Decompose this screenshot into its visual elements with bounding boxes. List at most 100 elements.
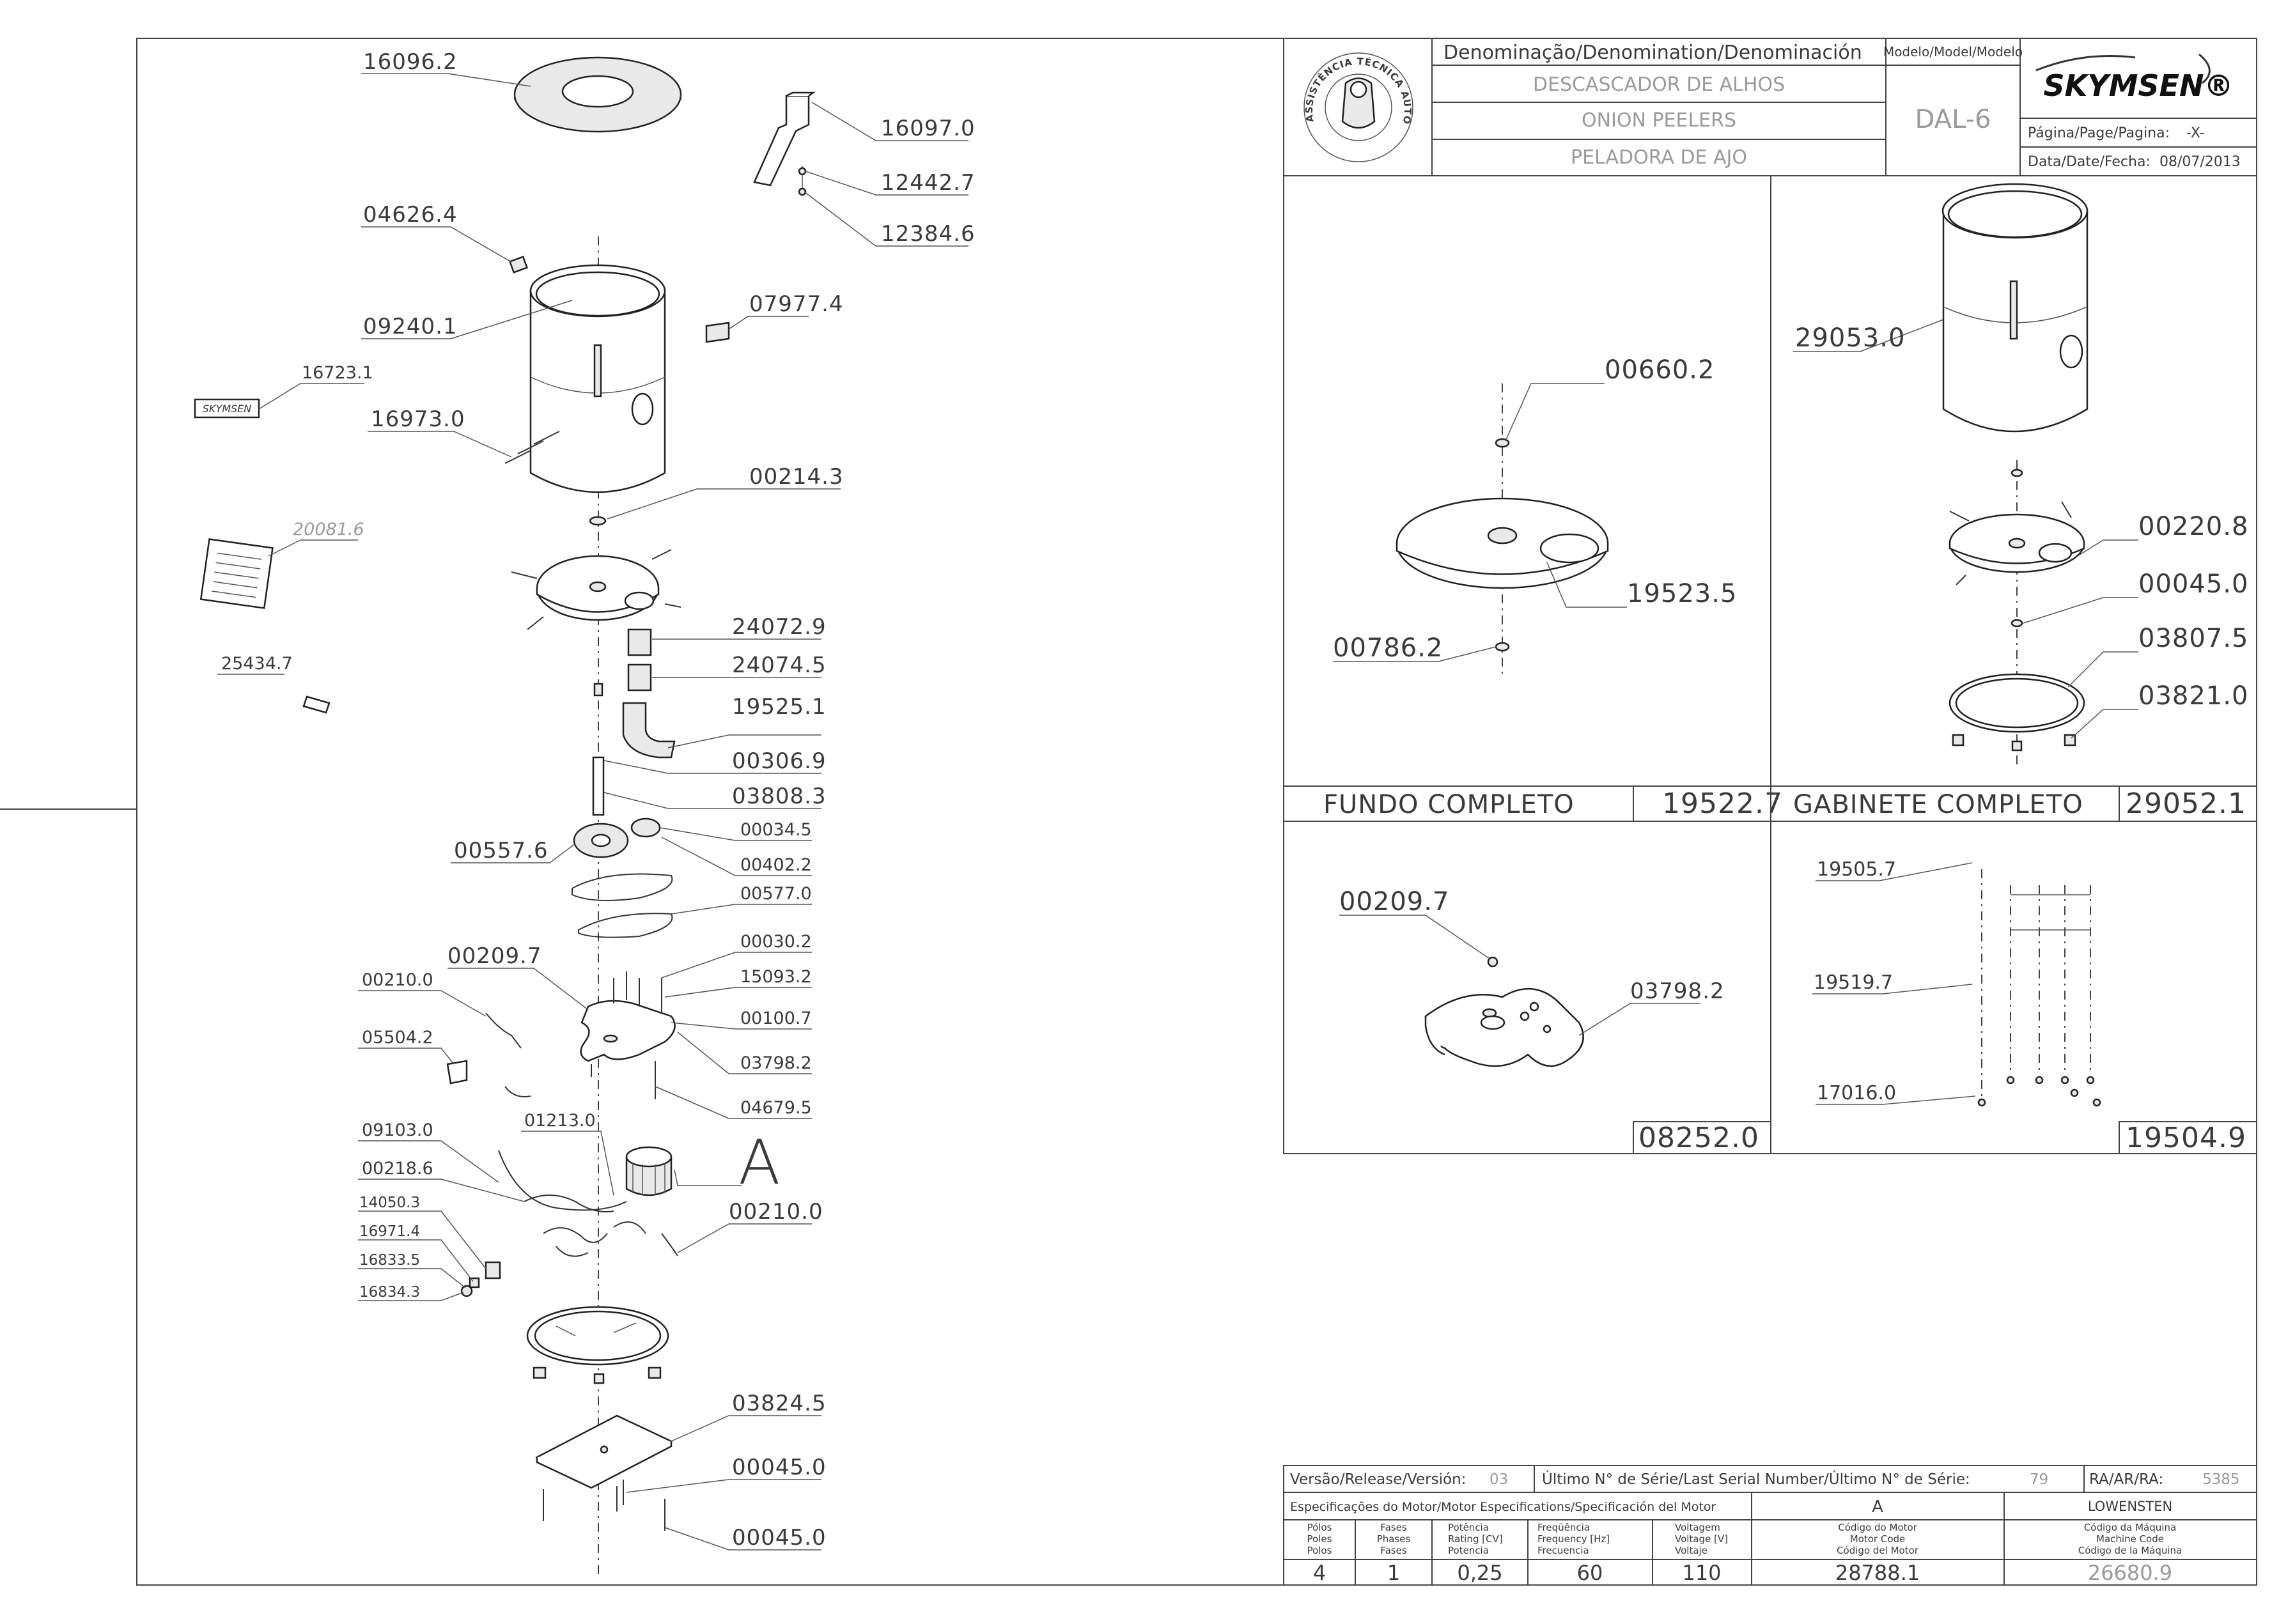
part-label: 00209.7 [447, 943, 542, 969]
col-header: Voltaje [1675, 1545, 1708, 1556]
cable-clip [446, 1060, 468, 1085]
drum-screws [504, 431, 560, 464]
panel-base-plate: 00209.7 03798.2 08252.0 [1339, 887, 1759, 1154]
ra-value: 5385 [2202, 1471, 2240, 1488]
part-label: 00577.0 [740, 884, 812, 904]
part-label: 00210.0 [362, 970, 433, 990]
part-label: 20081.6 [293, 520, 364, 539]
part-label: 00034.5 [740, 820, 812, 840]
part-label: 00218.6 [362, 1159, 433, 1179]
shaft [592, 683, 605, 816]
main-exploded-view: SKYMSEN [194, 49, 976, 1579]
col-header: Frequency [Hz] [1537, 1533, 1610, 1545]
name-en: ONION PEELERS [1582, 109, 1736, 132]
part-label: 00660.2 [1605, 355, 1715, 385]
col-header: Frecuencia [1537, 1545, 1589, 1556]
part-label: 16723.1 [302, 363, 373, 383]
svg-text:SKYMSEN: SKYMSEN [203, 403, 251, 415]
bottom-disc [511, 549, 681, 630]
ra-label: RA/AR/RA: [2089, 1471, 2163, 1488]
panel-fundo-completo: 00660.2 19523.5 00786.2 FUNDO COMPLETO 1… [1323, 355, 1782, 820]
part-label: 03824.5 [732, 1391, 827, 1416]
warning-sticker [199, 538, 274, 609]
col-header: Motor Code [1850, 1533, 1906, 1545]
part-label: 16973.0 [371, 406, 465, 432]
part-label: 15093.2 [740, 967, 812, 987]
power-cord [498, 1150, 627, 1211]
page-label: Página/Page/Pagina: [2028, 125, 2170, 141]
info-table: Versão/Release/Versión: 03 Último N° de … [1283, 1465, 2257, 1586]
panel-rods: 19505.7 19519.7 17016.0 19504.9 [1812, 858, 2246, 1154]
part-label: 03821.0 [2138, 681, 2248, 711]
serial-value: 79 [2030, 1471, 2048, 1488]
col-header: Código del Motor [1837, 1545, 1919, 1556]
part-label: 25434.7 [221, 654, 293, 674]
version-label: Versão/Release/Versión: [1290, 1471, 1466, 1488]
part-label: 24074.5 [732, 653, 827, 678]
part-label: 16971.4 [359, 1223, 420, 1240]
bottom-ring [526, 1306, 669, 1384]
detail-panels [1283, 175, 2257, 1154]
col-header: Rating [CV] [1448, 1533, 1503, 1545]
col-header: Código do Motor [1838, 1522, 1917, 1533]
main-labels: 16096.2 16097.0 12442.7 12384.6 04626.4 … [221, 49, 976, 1551]
date-label: Data/Date/Fecha: [2028, 154, 2151, 170]
col-header: Potência [1448, 1522, 1489, 1533]
pulleys [573, 817, 661, 858]
panel-title: FUNDO COMPLETO [1323, 790, 1575, 819]
panel-gabinete-completo: 29053.0 00220.8 00045.0 03807.5 03821.0 … [1793, 183, 2248, 820]
part-label: 19505.7 [1817, 858, 1896, 881]
poles-value: 4 [1313, 1561, 1326, 1585]
motor-code-value: 28788.1 [1835, 1561, 1920, 1585]
col-header: Machine Code [2096, 1533, 2164, 1545]
col-header: Código da Máquina [2084, 1522, 2176, 1533]
lid-bracket [753, 91, 816, 196]
part-label: 09240.1 [363, 314, 458, 339]
col-header: Potencia [1448, 1545, 1489, 1556]
part-label: 19519.7 [1814, 971, 1893, 994]
page-value: -X- [2186, 125, 2205, 141]
part-label: 00045.0 [2138, 569, 2248, 599]
title-block: ASSISTÊNCIA TÉCNICA AUTORIZADA Denominaç… [0, 0, 2257, 176]
part-label: 07977.4 [749, 291, 844, 317]
col-header: Voltagem [1675, 1522, 1720, 1533]
version-value: 03 [1490, 1471, 1508, 1488]
part-label: 00045.0 [732, 1525, 827, 1551]
part-label: 16096.2 [363, 49, 458, 75]
motor-ref: A [1872, 1497, 1883, 1517]
part-label: 09103.0 [362, 1120, 433, 1140]
part-label: 04626.4 [363, 202, 458, 228]
date-value: 08/07/2013 [2159, 154, 2241, 170]
part-label: 00214.3 [749, 464, 844, 490]
motor-ref-label: A [738, 1127, 781, 1198]
panel-title: GABINETE COMPLETO [1793, 790, 2083, 819]
part-label: 03798.2 [1630, 978, 1725, 1004]
part-label: 00100.7 [740, 1009, 812, 1028]
panel-code: 08252.0 [1638, 1122, 1759, 1154]
serial-label: Último N° de Série/Last Serial Number/Úl… [1542, 1470, 1970, 1488]
part-label: 17016.0 [1817, 1082, 1896, 1104]
brand-sticker: SKYMSEN [194, 398, 260, 419]
name-pt: DESCASCADOR DE ALHOS [1533, 73, 1785, 96]
part-label: 04679.5 [740, 1098, 812, 1118]
part-label: 00030.2 [740, 932, 812, 952]
technical-assistance-seal: ASSISTÊNCIA TÉCNICA AUTORIZADA [0, 0, 1413, 162]
col-header: Pólos [1307, 1522, 1332, 1533]
model-header: Modelo/Model/Modelo [1883, 44, 2023, 59]
belts [572, 873, 673, 938]
wiring-bundle [524, 1195, 678, 1257]
part-label: 00306.9 [732, 748, 827, 774]
motor-brand: LOWENSTEN [2088, 1499, 2172, 1514]
col-header: Código de la Máquina [2078, 1545, 2182, 1556]
machine-code-value: 26680.9 [2088, 1561, 2172, 1585]
voltage-value: 110 [1682, 1561, 1721, 1585]
col-header: Freqüência [1537, 1522, 1590, 1533]
col-header: Voltage [V] [1675, 1533, 1728, 1545]
part-label: 24072.9 [732, 614, 827, 640]
part-label: 00220.8 [2138, 512, 2248, 541]
part-label: 12384.6 [881, 221, 976, 247]
label-plate [705, 321, 730, 343]
part-label: 19523.5 [1627, 579, 1737, 608]
part-label: 01213.0 [524, 1111, 596, 1131]
part-label: 03798.2 [740, 1053, 812, 1073]
